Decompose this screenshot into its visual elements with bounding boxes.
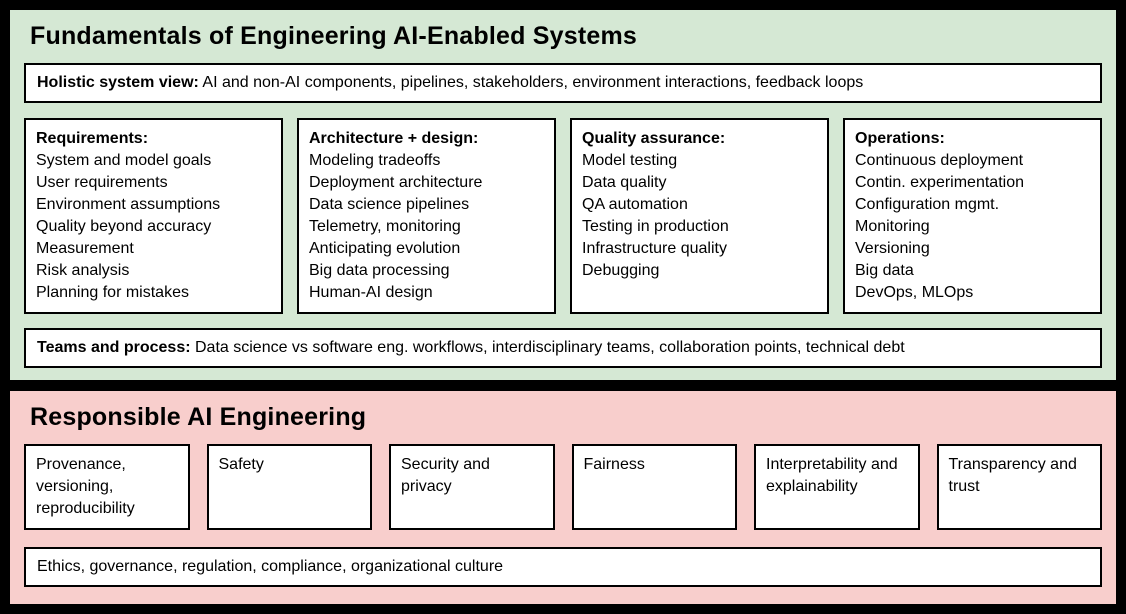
- column-item: Anticipating evolution: [309, 240, 461, 257]
- fundamentals-columns: Requirements: System and model goals Use…: [24, 118, 1102, 314]
- column-heading: Architecture + design:: [309, 130, 479, 147]
- column-item: Quality beyond accuracy: [36, 218, 212, 235]
- column-item: Versioning: [855, 240, 930, 257]
- column-item: Configuration mgmt.: [855, 196, 1000, 213]
- column-item: Monitoring: [855, 218, 930, 235]
- responsible-boxes: Provenance, versioning, reproducibility …: [24, 444, 1102, 530]
- fundamentals-title: Fundamentals of Engineering AI-Enabled S…: [30, 22, 637, 50]
- box-provenance-versioning-reproducibility: Provenance, versioning, reproducibility: [24, 444, 190, 530]
- column-heading: Quality assurance:: [582, 130, 726, 147]
- column-item: Contin. experimentation: [855, 174, 1024, 191]
- column-item: Model testing: [582, 152, 678, 169]
- column-operations: Operations: Continuous deployment Contin…: [843, 118, 1102, 314]
- column-item: QA automation: [582, 196, 688, 213]
- column-requirements: Requirements: System and model goals Use…: [24, 118, 283, 314]
- column-item: Big data processing: [309, 262, 450, 279]
- column-item: Planning for mistakes: [36, 284, 189, 301]
- column-item: System and model goals: [36, 152, 212, 169]
- teams-text: Data science vs software eng. workflows,…: [190, 339, 905, 356]
- column-item: User requirements: [36, 174, 168, 191]
- column-item: Testing in production: [582, 218, 729, 235]
- box-interpretability-explainability: Interpretability and explainability: [754, 444, 920, 530]
- holistic-label: Holistic system view:: [37, 74, 199, 91]
- box-safety: Safety: [206, 444, 372, 530]
- column-item: Telemetry, monitoring: [309, 218, 461, 235]
- column-architecture-design: Architecture + design: Modeling tradeoff…: [297, 118, 556, 314]
- column-item: Data quality: [582, 174, 667, 191]
- column-item: Modeling tradeoffs: [309, 152, 441, 169]
- teams-and-process-box: Teams and process: Data science vs softw…: [24, 328, 1102, 368]
- box-transparency-and-trust: Transparency and trust: [936, 444, 1102, 530]
- ethics-governance-box: Ethics, governance, regulation, complian…: [24, 547, 1102, 587]
- fundamentals-section: Fundamentals of Engineering AI-Enabled S…: [8, 8, 1118, 382]
- column-heading: Operations:: [855, 130, 945, 147]
- column-heading: Requirements:: [36, 130, 149, 147]
- column-quality-assurance: Quality assurance: Model testing Data qu…: [570, 118, 829, 314]
- column-item: Measurement: [36, 240, 134, 257]
- column-item: Data science pipelines: [309, 196, 470, 213]
- box-security-and-privacy: Security and privacy: [389, 444, 555, 530]
- holistic-text: AI and non-AI components, pipelines, sta…: [198, 74, 864, 91]
- column-item: Continuous deployment: [855, 152, 1024, 169]
- column-item: Infrastructure quality: [582, 240, 727, 257]
- column-item: Big data: [855, 262, 914, 279]
- column-item: Risk analysis: [36, 262, 130, 279]
- column-item: Deployment architecture: [309, 174, 483, 191]
- column-item: Human-AI design: [309, 284, 433, 301]
- holistic-system-view-box: Holistic system view: AI and non-AI comp…: [24, 63, 1102, 103]
- box-fairness: Fairness: [571, 444, 737, 530]
- responsible-section: Responsible AI Engineering Provenance, v…: [8, 389, 1118, 606]
- teams-label: Teams and process:: [37, 339, 191, 356]
- column-item: Debugging: [582, 262, 660, 279]
- column-item: Environment assumptions: [36, 196, 221, 213]
- responsible-title: Responsible AI Engineering: [30, 403, 367, 431]
- ethics-text: Ethics, governance, regulation, complian…: [37, 558, 504, 575]
- column-item: DevOps, MLOps: [855, 284, 974, 301]
